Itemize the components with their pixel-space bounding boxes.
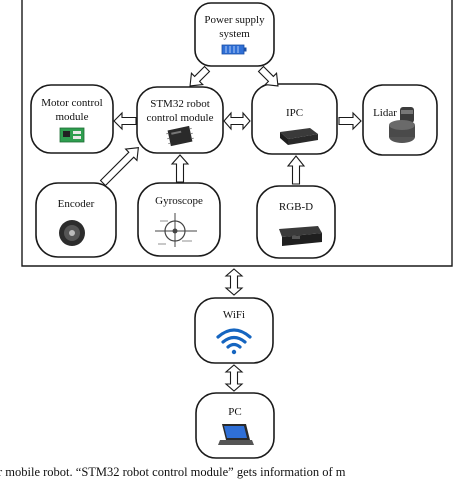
lidar-label: Lidar <box>373 107 397 119</box>
motor-board-icon <box>59 127 85 143</box>
encoder-label: Encoder <box>58 198 95 210</box>
gyroscope-label: Gyroscope <box>155 195 203 207</box>
arrow-system-wifi-bidirectional <box>224 268 244 296</box>
ipc-label: IPC <box>286 107 303 119</box>
rgbd-camera-icon <box>279 226 322 246</box>
wifi-node: WiFi <box>194 297 274 364</box>
motor-control-node: Motor control module <box>30 84 114 154</box>
power-supply-label-line2: system <box>219 28 250 40</box>
rgbd-label: RGB-D <box>279 201 313 213</box>
motor-control-label-line1: Motor control <box>41 97 102 109</box>
lidar-node: Lidar <box>362 84 438 156</box>
arrow-stm32-ipc-bidirectional <box>223 111 251 131</box>
power-supply-node: Power supply system <box>194 2 275 67</box>
chip-icon <box>166 125 194 147</box>
encoder-node: Encoder <box>35 182 117 258</box>
wifi-label: WiFi <box>223 309 245 321</box>
wifi-icon <box>216 328 252 355</box>
laptop-icon <box>218 424 254 445</box>
pc-node: PC <box>195 392 275 459</box>
lidar-device-icon <box>389 107 415 143</box>
rgbd-node: RGB-D <box>256 185 336 259</box>
arrow-encoder-to-stm32 <box>99 147 139 187</box>
arrow-wifi-pc-bidirectional <box>224 364 244 392</box>
stm32-node: STM32 robot control module <box>136 86 224 154</box>
arrow-power-to-stm32 <box>189 65 211 87</box>
power-supply-label-line1: Power supply <box>204 14 265 26</box>
arrow-gyroscope-to-stm32 <box>170 154 190 183</box>
mini-pc-icon <box>280 128 318 145</box>
gyroscope-node: Gyroscope <box>137 182 221 257</box>
encoder-motor-icon <box>59 220 85 246</box>
arrow-stm32-to-motor <box>113 111 137 131</box>
stm32-label-line1: STM32 robot <box>150 98 210 110</box>
arrow-rgbd-to-ipc <box>286 155 306 185</box>
arrow-ipc-to-lidar <box>338 111 362 131</box>
arrow-power-to-ipc <box>257 65 279 87</box>
pc-label: PC <box>228 406 241 418</box>
figure-caption: r mobile robot. “STM32 robot control mod… <box>0 465 346 479</box>
stm32-label-line2: control module <box>147 112 214 124</box>
motor-control-label-line2: module <box>56 111 89 123</box>
battery-icon <box>221 44 247 55</box>
gyroscope-icon <box>155 213 197 247</box>
ipc-node: IPC <box>251 83 338 155</box>
robot-system-frame <box>21 0 453 267</box>
